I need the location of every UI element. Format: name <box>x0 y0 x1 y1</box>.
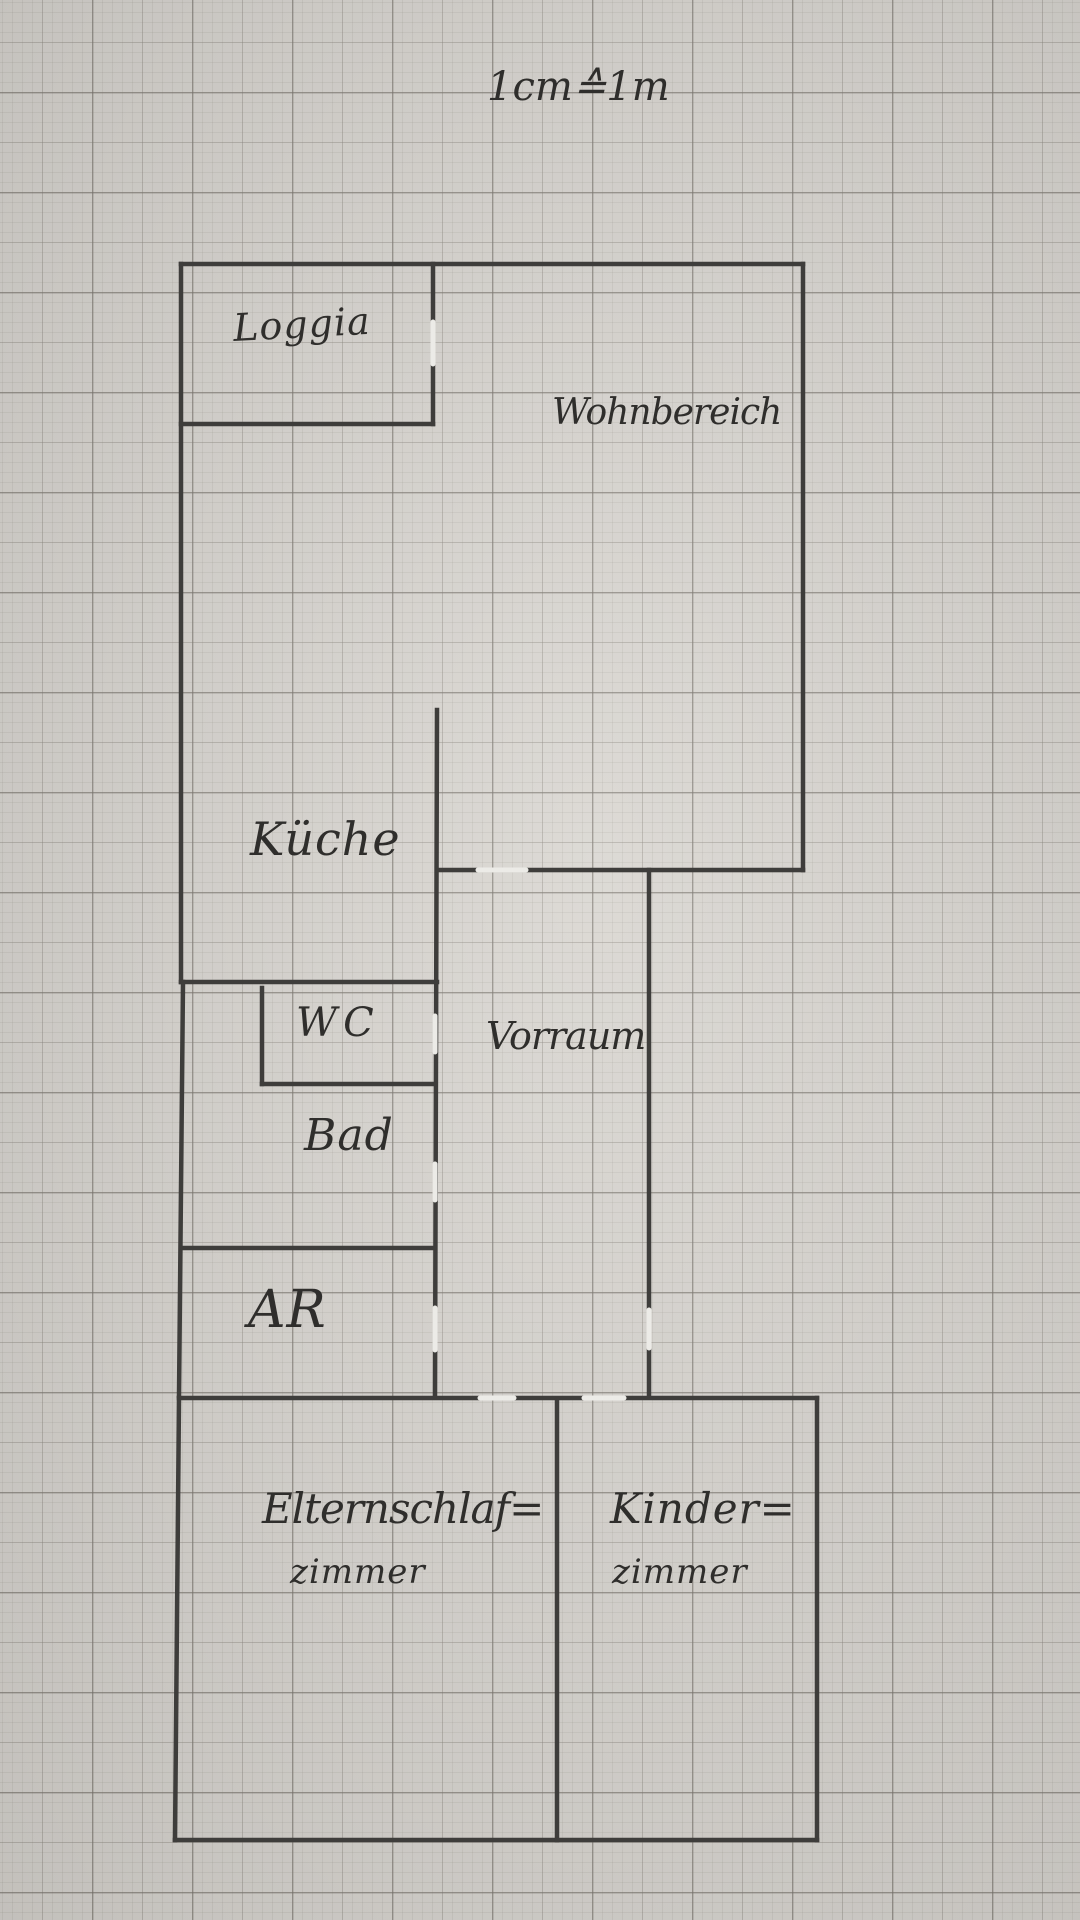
door-openings <box>430 319 652 1401</box>
room-label-bad: Bad <box>304 1110 394 1161</box>
room-label-ar: AR <box>248 1280 327 1340</box>
room-label-kinder-line1: Kinder= <box>610 1484 796 1533</box>
room-label-elternschlaf-line2: zimmer <box>290 1552 426 1592</box>
wall-bedrooms-left <box>172 1395 182 1843</box>
room-label-kinder-line2: zimmer <box>612 1552 748 1592</box>
room-label-wohnbereich: Wohnbereich <box>552 392 782 433</box>
scale-note: 1cm≙1m <box>487 64 670 110</box>
wall-left-lower <box>176 979 186 1399</box>
room-label-kueche: Küche <box>250 812 401 866</box>
room-label-wc: WC <box>296 1000 380 1046</box>
room-label-vorraum: Vorraum <box>486 1014 646 1058</box>
room-label-elternschlaf-line1: Elternschlaf= <box>262 1484 544 1533</box>
room-label-loggia: Loggia <box>232 298 372 350</box>
